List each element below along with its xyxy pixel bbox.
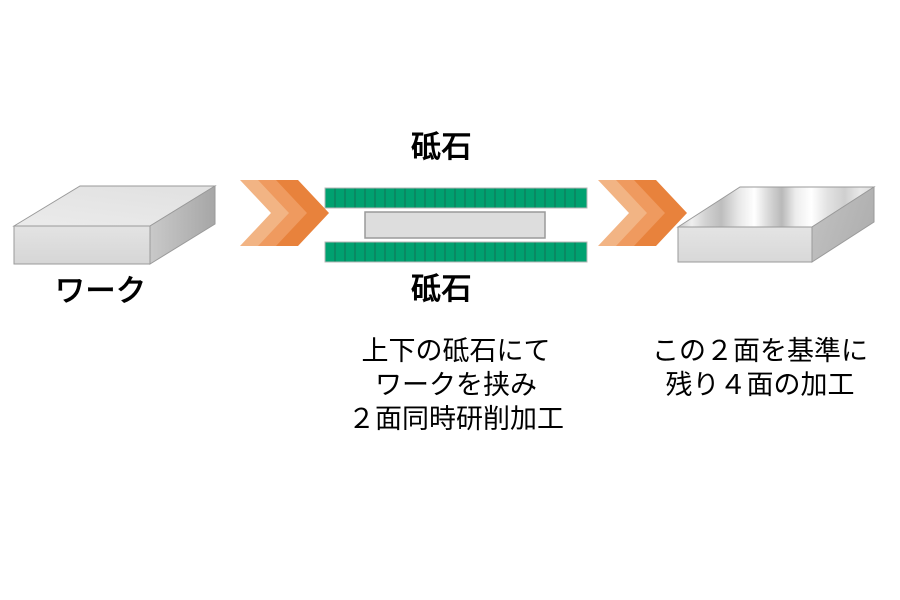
caption-line: この２面を基準に: [652, 336, 868, 366]
chevron-arrow-right-icon: [634, 180, 687, 246]
chevron-arrow-right-icon: [258, 180, 311, 246]
upper-grinding-wheel-label: 砥石: [411, 131, 472, 164]
chevron-arrow-right-icon: [276, 180, 329, 246]
grinding-process-caption: 上下の砥石にて ワークを挟み ２面同時研削加工: [306, 334, 606, 436]
chevron-arrow-right-icon: [240, 180, 293, 246]
lower-grinding-wheel-label: 砥石: [411, 273, 472, 306]
chevron-arrow-right-icon: [598, 180, 651, 246]
arrow-left-group: [240, 180, 329, 246]
finished-block-front-face: [677, 226, 813, 263]
finished-workpiece-block: [676, 186, 876, 263]
lower-wheel-segments: [334, 242, 576, 262]
finished-workpiece-caption: この２面を基準に 残り４面の加工: [625, 334, 895, 402]
raw-workpiece-block: [12, 185, 217, 265]
caption-line: 上下の砥石にて: [361, 336, 551, 366]
caption-line: 残り４面の加工: [665, 370, 855, 400]
caption-line: ２面同時研削加工: [348, 404, 564, 434]
arrow-right-group: [598, 180, 687, 246]
upper-wheel-segments: [334, 188, 576, 208]
workpiece-in-process: [364, 211, 546, 239]
workpiece-label: ワーク: [55, 275, 147, 308]
grinding-assembly: [324, 187, 588, 263]
lower-grinding-wheel: [324, 241, 588, 263]
upper-grinding-wheel: [324, 187, 588, 209]
caption-line: ワークを挟み: [375, 370, 537, 400]
chevron-arrow-right-icon: [616, 180, 669, 246]
raw-block-front-face: [13, 225, 151, 265]
